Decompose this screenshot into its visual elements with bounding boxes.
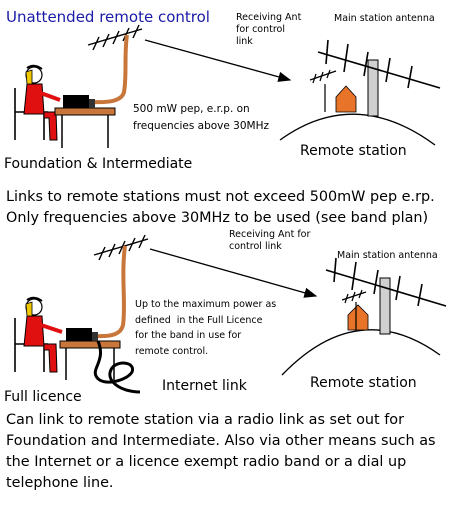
operator-label-top: Foundation & Intermediate [4,156,193,172]
link-arrow-top [144,39,292,82]
main-antenna-label-top: Main station antenna [334,13,435,24]
operator-antenna-top [87,24,143,51]
link-arrow-bottom [149,248,318,298]
diagram-title: Unattended remote control [6,8,210,26]
links-rule-paragraph: Links to remote stations must not exceed… [6,189,435,226]
remote-station-label-bottom: Remote station [310,375,417,391]
internet-link-label: Internet link [162,378,247,394]
remote-station-label-top: Remote station [300,143,407,159]
remote-station-top [279,39,441,146]
desk-bottom [59,328,121,380]
operator-antenna-bottom [93,234,149,261]
operator-person-bottom [14,296,63,373]
main-antenna-label-bottom: Main station antenna [337,250,438,261]
remote-station-bottom [281,257,447,376]
receiving-antenna-label-top: Receiving Ant for control link [236,12,302,47]
power-note-bottom: Up to the maximum power as defined in th… [135,299,277,357]
operator-label-bottom: Full licence [4,389,82,405]
power-note-top: 500 mW pep, e.r.p. on frequencies above … [133,103,269,132]
full-licence-paragraph: Can link to remote station via a radio l… [6,412,436,491]
feeder-cable-bottom [94,245,127,339]
internet-cable [93,340,141,394]
receiving-antenna-label-bottom: Receiving Ant for control link [229,229,311,252]
operator-person-top [14,64,61,141]
feeder-cable-top [91,34,129,105]
desk-top [54,95,116,148]
